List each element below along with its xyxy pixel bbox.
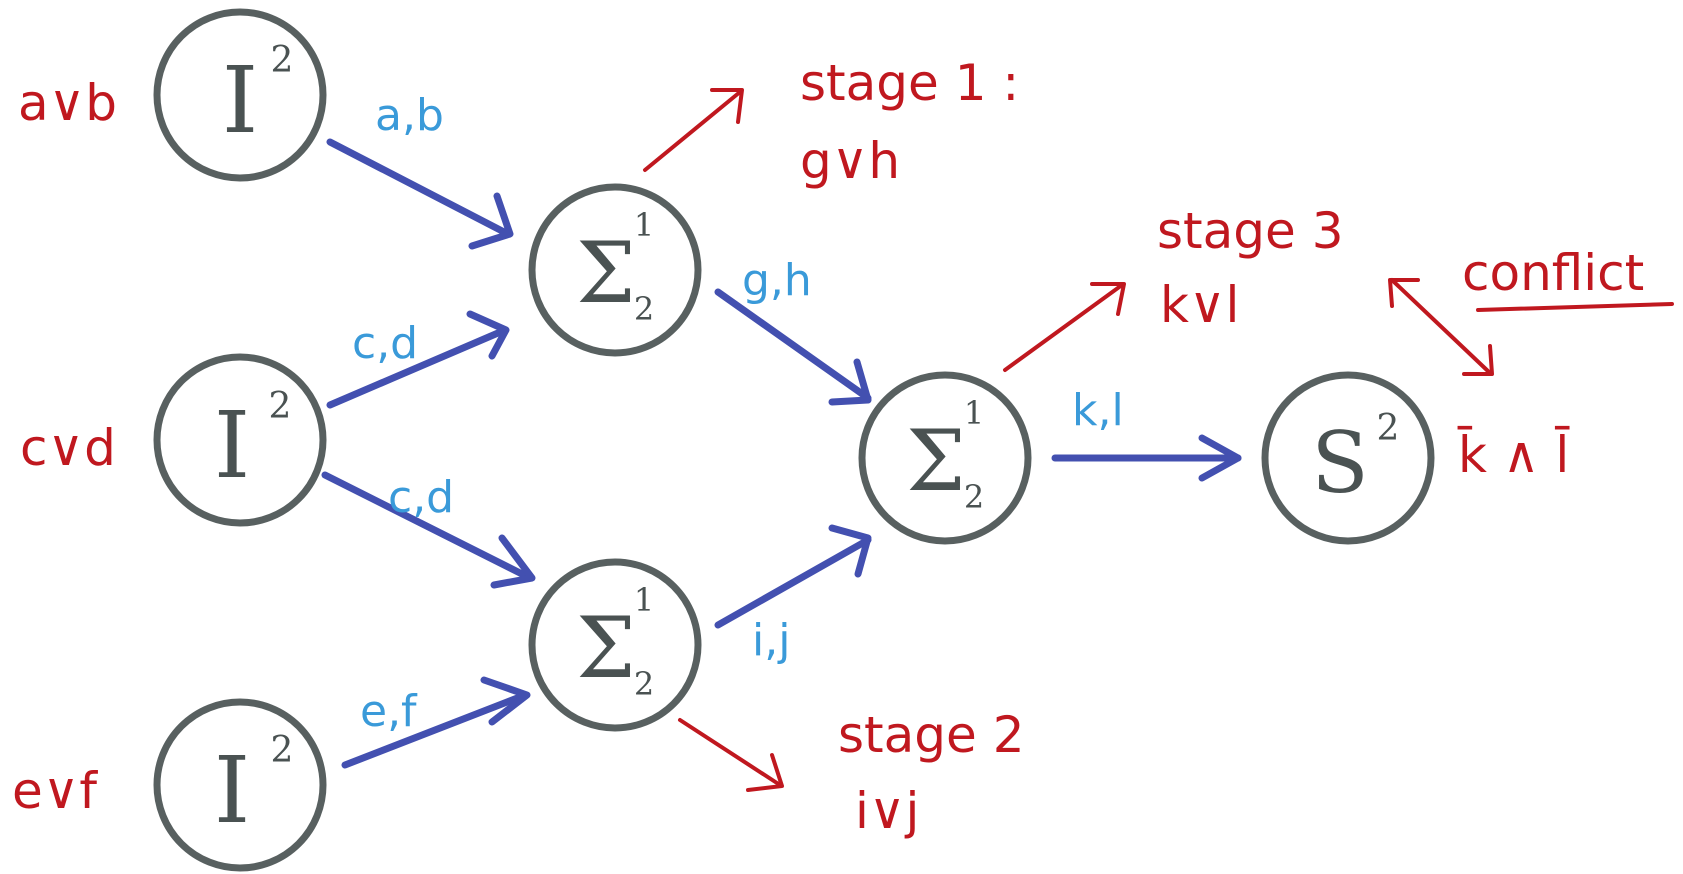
svg-text:I: I xyxy=(214,737,250,844)
edge-label-i3-r2: e,f xyxy=(360,686,418,737)
edge-i3-r2 xyxy=(341,676,531,769)
svg-text:2: 2 xyxy=(269,386,292,427)
conflict-underline xyxy=(1476,302,1674,312)
stage1-title: stage 1 : xyxy=(800,54,1019,112)
node-i2: I 2 xyxy=(153,353,327,527)
stage2-arrow xyxy=(678,718,784,792)
edge-label-r1-r3: g,h xyxy=(742,255,812,306)
svg-text:2: 2 xyxy=(271,730,294,771)
conflict-arrow xyxy=(1388,278,1494,376)
svg-text:Σ: Σ xyxy=(576,224,635,322)
svg-text:2: 2 xyxy=(634,290,654,328)
node-r3: Σ 1 2 xyxy=(858,371,1032,545)
input-clause-3: e∨f xyxy=(12,762,98,820)
svg-text:2: 2 xyxy=(1377,408,1400,449)
svg-text:2: 2 xyxy=(271,40,294,81)
input-clause-1: a∨b xyxy=(18,74,117,132)
edge-i2-r2 xyxy=(321,471,536,589)
svg-text:I: I xyxy=(214,392,250,499)
edge-r1-r3 xyxy=(714,288,872,406)
edge-label-i2-r1: c,d xyxy=(352,318,418,369)
conflict-clause: k̄ ∧ l̄ xyxy=(1457,425,1569,484)
stage2-clause: i∨j xyxy=(855,782,919,840)
edge-i2-r1 xyxy=(326,310,510,409)
edge-label-i2-r2: c,d xyxy=(388,472,454,523)
node-r1: Σ 1 2 xyxy=(528,183,702,357)
svg-text:Σ: Σ xyxy=(906,412,965,510)
input-clause-2: c∨d xyxy=(20,419,116,477)
svg-text:1: 1 xyxy=(634,206,654,244)
conflict-label: conflict xyxy=(1462,244,1644,302)
svg-text:1: 1 xyxy=(634,581,654,619)
svg-text:S: S xyxy=(1311,414,1369,512)
svg-text:1: 1 xyxy=(964,394,984,432)
edge-label-r2-r3: i,j xyxy=(752,615,790,666)
svg-text:2: 2 xyxy=(634,665,654,703)
svg-text:I: I xyxy=(222,47,258,154)
edge-i1-r1 xyxy=(326,138,514,250)
stage1-clause: g∨h xyxy=(800,132,900,190)
node-i3: I 2 xyxy=(153,698,327,872)
stage3-arrow xyxy=(1003,282,1126,372)
svg-text:2: 2 xyxy=(964,478,984,516)
stage3-title: stage 3 xyxy=(1157,202,1344,260)
svg-text:Σ: Σ xyxy=(576,599,635,697)
edge-label-i1-r1: a,b xyxy=(375,90,444,141)
edge-label-r3-s: k,l xyxy=(1072,385,1124,436)
stage2-title: stage 2 xyxy=(838,706,1025,764)
stage1-arrow xyxy=(643,88,744,172)
stage3-clause: k∨l xyxy=(1160,276,1239,334)
node-r2: Σ 1 2 xyxy=(528,558,702,732)
node-i1: I 2 xyxy=(153,8,327,182)
node-s: S 2 xyxy=(1261,371,1435,545)
edge-r2-r3 xyxy=(714,524,872,629)
edge-r3-s xyxy=(1051,434,1242,482)
